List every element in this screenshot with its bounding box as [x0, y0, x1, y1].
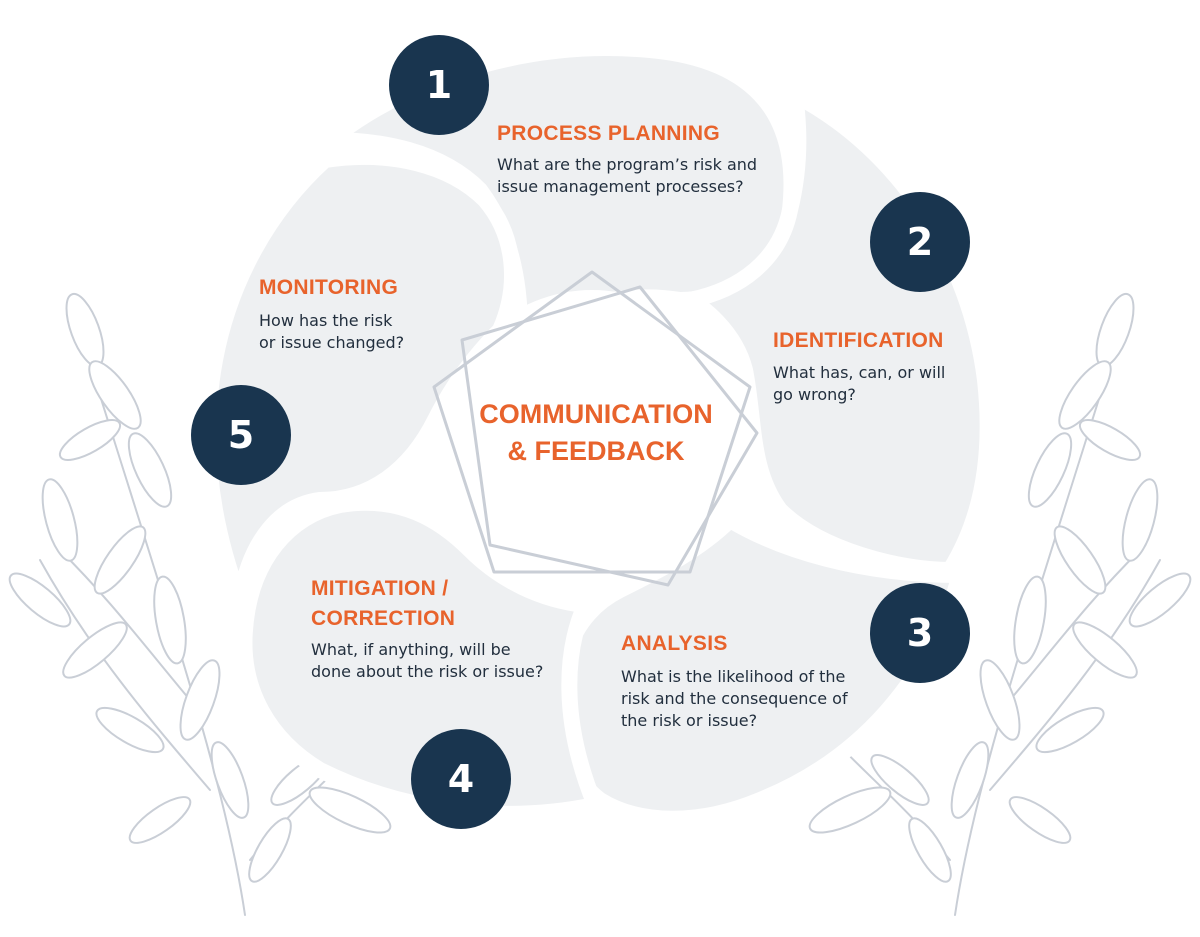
step-5-desc-line-1: How has the risk — [259, 310, 404, 332]
step-3-title: ANALYSIS — [621, 629, 728, 659]
step-5-badge: 5 — [191, 385, 291, 485]
step-3-description: What is the likelihood of the risk and t… — [621, 666, 848, 732]
step-4-title: MITIGATION / CORRECTION — [311, 574, 455, 634]
step-3-desc-line-3: the risk or issue? — [621, 710, 848, 732]
step-1-desc-line-2: issue management processes? — [497, 176, 757, 198]
step-2-description: What has, can, or will go wrong? — [773, 362, 945, 406]
center-title-line-1: COMMUNICATION — [446, 396, 746, 433]
center-title-line-2: & FEEDBACK — [446, 433, 746, 470]
step-5-description: How has the risk or issue changed? — [259, 310, 404, 354]
step-1-title: PROCESS PLANNING — [497, 119, 720, 149]
step-3-desc-line-1: What is the likelihood of the — [621, 666, 848, 688]
step-3-badge: 3 — [870, 583, 970, 683]
step-4-title-line-1: MITIGATION / — [311, 574, 455, 604]
step-1-description: What are the program’s risk and issue ma… — [497, 154, 757, 198]
step-4-desc-line-2: done about the risk or issue? — [311, 661, 543, 683]
step-4-badge: 4 — [411, 729, 511, 829]
step-3-desc-line-2: risk and the consequence of — [621, 688, 848, 710]
step-2-title: IDENTIFICATION — [773, 326, 944, 356]
step-4-desc-line-1: What, if anything, will be — [311, 639, 543, 661]
step-5-title: MONITORING — [259, 273, 398, 303]
step-2-desc-line-2: go wrong? — [773, 384, 945, 406]
step-1-desc-line-1: What are the program’s risk and — [497, 154, 757, 176]
step-5-desc-line-2: or issue changed? — [259, 332, 404, 354]
center-title: COMMUNICATION & FEEDBACK — [446, 396, 746, 470]
step-1-badge: 1 — [389, 35, 489, 135]
step-4-title-line-2: CORRECTION — [311, 604, 455, 634]
step-2-desc-line-1: What has, can, or will — [773, 362, 945, 384]
step-4-description: What, if anything, will be done about th… — [311, 639, 543, 683]
step-2-badge: 2 — [870, 192, 970, 292]
